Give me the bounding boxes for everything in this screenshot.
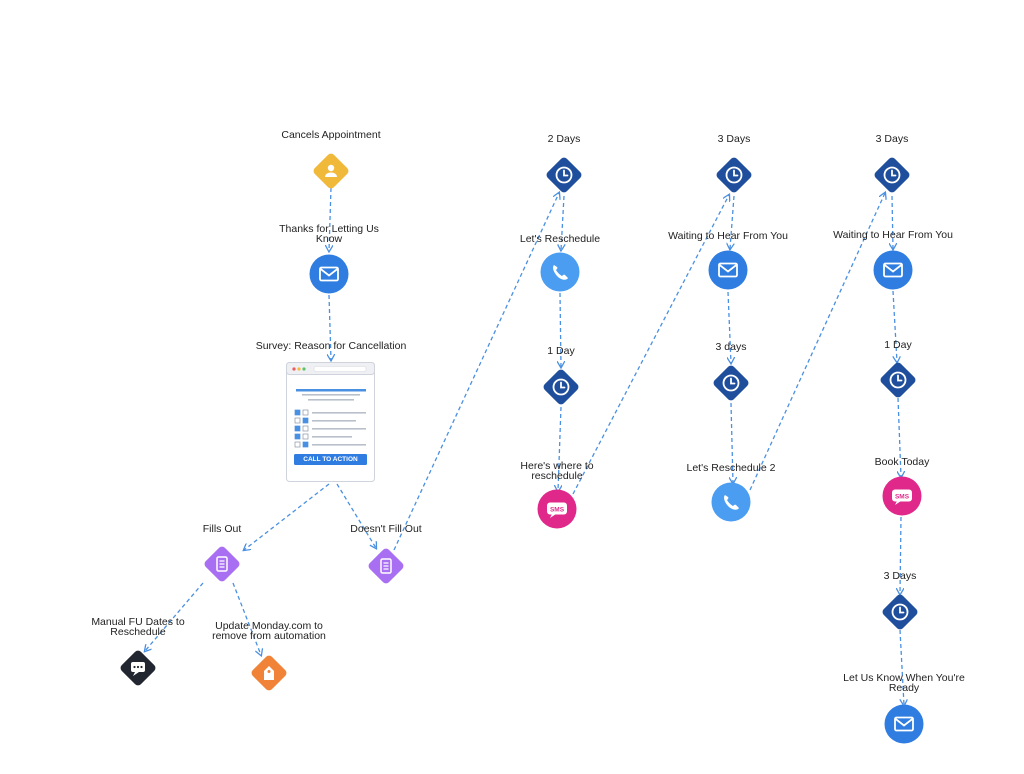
connector-17: [892, 290, 897, 362]
clock-icon: [552, 378, 570, 396]
label-c3-waiting: Waiting to Hear From You: [833, 229, 953, 241]
node-c1-wait-2-days[interactable]: [544, 155, 584, 195]
node-c3-waiting-email[interactable]: [872, 249, 914, 291]
node-c1-wait-1-day[interactable]: [541, 367, 581, 407]
svg-text:SMS: SMS: [550, 506, 565, 513]
label-c3-letusknow-line1: Let Us Know When You're: [843, 672, 965, 684]
connector-16: [892, 195, 893, 249]
node-c2-wait-3-days[interactable]: [714, 155, 754, 195]
sms-icon: SMS: [892, 489, 912, 505]
connector-8: [561, 195, 564, 250]
clock-icon: [722, 374, 740, 392]
node-fills-out[interactable]: [202, 544, 242, 584]
clock-icon: [889, 371, 907, 389]
envelope-icon: [718, 262, 738, 278]
connector-12: [730, 195, 735, 249]
connector-19: [900, 516, 901, 594]
node-c2-waiting-email[interactable]: [707, 249, 749, 291]
connector-10: [558, 406, 561, 491]
connector-7: [393, 193, 559, 551]
connector-1: [329, 187, 331, 251]
node-c3-book-sms[interactable]: SMS: [881, 475, 923, 517]
label-update-line2: remove from automation: [212, 630, 326, 642]
label-c2-wait2: 3 days: [715, 341, 747, 353]
label-c3-wait1: 3 Days: [875, 133, 909, 145]
phone-icon: [553, 265, 568, 280]
label-c3-letusknow-line2: Ready: [888, 682, 920, 694]
node-c2-reschedule2-call[interactable]: [710, 481, 752, 523]
survey-form-card[interactable]: CALL TO ACTION: [286, 362, 375, 482]
node-manual-fu-note[interactable]: [118, 648, 158, 688]
label-doesnt-fill-out: Doesn't Fill Out: [350, 523, 422, 535]
label-c3-wait2: 1 Day: [884, 339, 912, 351]
connector-11: [572, 195, 729, 495]
connector-6: [232, 582, 261, 655]
label-c2-wait1: 3 Days: [717, 133, 751, 145]
label-c3-wait3: 3 Days: [883, 570, 917, 582]
connector-9: [560, 292, 561, 367]
survey-cta-button[interactable]: CALL TO ACTION: [303, 456, 358, 463]
label-c3-book: Book Today: [874, 456, 930, 468]
node-c1-here-sms[interactable]: SMS: [536, 488, 578, 530]
sms-icon: SMS: [547, 502, 567, 518]
label-c2-waiting: Waiting to Hear From You: [668, 230, 788, 242]
label-cancels-appointment: Cancels Appointment: [281, 129, 381, 141]
label-c1-wait1: 2 Days: [547, 133, 581, 145]
node-c2-wait-3-days-b[interactable]: [711, 363, 751, 403]
connector-20: [899, 629, 904, 705]
node-c3-letusknow-email[interactable]: [883, 703, 925, 745]
form-icon: [380, 558, 392, 574]
svg-text:SMS: SMS: [895, 493, 910, 500]
connector-15: [749, 193, 885, 491]
connector-18: [898, 397, 901, 477]
node-c3-wait-1-day[interactable]: [878, 360, 918, 400]
label-fills-out: Fills Out: [202, 523, 242, 535]
label-c1-here-line2: reschedule: [531, 470, 583, 482]
connector-5: [145, 582, 204, 651]
node-c3-wait-3-days[interactable]: [872, 155, 912, 195]
connector-4: [336, 483, 376, 548]
node-thanks-email[interactable]: [308, 253, 350, 295]
envelope-icon: [883, 262, 903, 278]
node-c1-reschedule-call[interactable]: [539, 251, 581, 293]
envelope-icon: [319, 266, 339, 282]
connector-14: [731, 402, 733, 483]
node-c3-wait-3-days-b[interactable]: [880, 592, 920, 632]
label-c1-here-line1: Here's where to: [520, 460, 594, 472]
clock-icon: [725, 166, 743, 184]
connector-2: [329, 294, 331, 360]
envelope-icon: [894, 716, 914, 732]
label-survey: Survey: Reason for Cancellation: [255, 340, 407, 352]
label-update-line1: Update Monday.com to: [215, 620, 323, 632]
connector-3: [244, 483, 330, 550]
person-icon: [325, 164, 337, 177]
tag-icon: [264, 666, 274, 680]
chat-bubble-icon: [131, 662, 145, 676]
clock-icon: [891, 603, 909, 621]
label-thanks-line1: Thanks for Letting Us: [279, 223, 379, 235]
label-c1-wait2: 1 Day: [547, 345, 575, 357]
node-doesnt-fill-out[interactable]: [366, 546, 406, 586]
form-icon: [216, 556, 228, 572]
label-thanks-line2: Know: [315, 233, 343, 245]
label-c1-reschedule: Let's Reschedule: [519, 233, 601, 245]
clock-icon: [883, 166, 901, 184]
label-c2-reschedule2: Let's Reschedule 2: [686, 462, 776, 474]
node-update-monday-tag[interactable]: [249, 653, 289, 693]
node-cancels-appointment[interactable]: [311, 151, 351, 191]
label-manual-line1: Manual FU Dates to: [91, 616, 185, 628]
label-manual-line2: Reschedule: [110, 626, 166, 638]
phone-icon: [724, 495, 739, 510]
clock-icon: [555, 166, 573, 184]
connector-13: [728, 291, 731, 363]
